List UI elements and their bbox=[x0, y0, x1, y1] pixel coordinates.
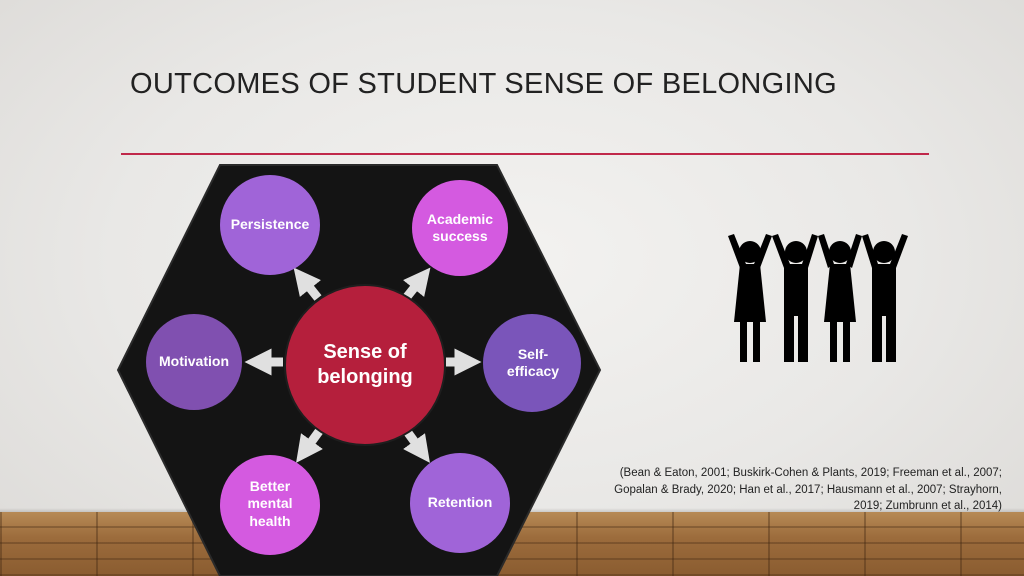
arrows bbox=[244, 267, 482, 463]
arrow-to-academic bbox=[402, 267, 431, 301]
citation-text: (Bean & Eaton, 2001; Buskirk-Cohen & Pla… bbox=[556, 465, 1002, 515]
persistence-text: Persistence bbox=[230, 216, 310, 233]
academic-success-label: Academic success bbox=[412, 205, 508, 251]
mental-health-text-line3: health bbox=[249, 512, 291, 529]
center-label: Sense of belonging bbox=[295, 330, 435, 400]
citation-line2: Gopalan & Brady, 2020; Han et al., 2017;… bbox=[614, 483, 1002, 496]
persistence-label: Persistence bbox=[220, 210, 320, 240]
retention-circle bbox=[410, 453, 510, 553]
center-label-line1: Sense of bbox=[323, 341, 407, 363]
academic-success-circle bbox=[412, 180, 508, 276]
mental-health-text-line2: mental bbox=[247, 495, 293, 512]
academic-text-line1: Academic bbox=[426, 210, 494, 227]
mental-health-text-line1: Better bbox=[249, 477, 291, 494]
motivation-circle bbox=[146, 314, 242, 410]
title-divider bbox=[121, 153, 929, 155]
people-holding-hands-icon bbox=[728, 234, 908, 362]
mental-health-circle bbox=[220, 455, 320, 555]
retention-label: Retention bbox=[410, 488, 510, 518]
center-label-line2: belonging bbox=[317, 366, 413, 388]
motivation-text: Motivation bbox=[159, 353, 229, 370]
self-efficacy-text-line1: Self- bbox=[517, 345, 549, 362]
citation-line3: 2019; Zumbrunn et al., 2014) bbox=[853, 500, 1002, 513]
arrow-to-persistence bbox=[293, 267, 322, 301]
self-efficacy-circle bbox=[483, 314, 581, 412]
center-circle bbox=[284, 284, 446, 446]
arrow-to-retention bbox=[402, 427, 430, 463]
retention-text: Retention bbox=[427, 494, 493, 511]
persistence-circle bbox=[220, 175, 320, 275]
academic-text-line2: success bbox=[432, 228, 488, 244]
self-efficacy-text-line2: efficacy bbox=[506, 363, 560, 379]
motivation-label: Motivation bbox=[144, 347, 244, 377]
arrow-to-mental-health bbox=[296, 427, 324, 463]
citation-line1: (Bean & Eaton, 2001; Buskirk-Cohen & Pla… bbox=[619, 467, 1002, 479]
self-efficacy-label: Self- efficacy bbox=[488, 340, 578, 386]
mental-health-label: Better mental health bbox=[222, 472, 318, 536]
slide-title: OUTCOMES OF STUDENT SENSE OF BELONGING bbox=[130, 68, 837, 100]
